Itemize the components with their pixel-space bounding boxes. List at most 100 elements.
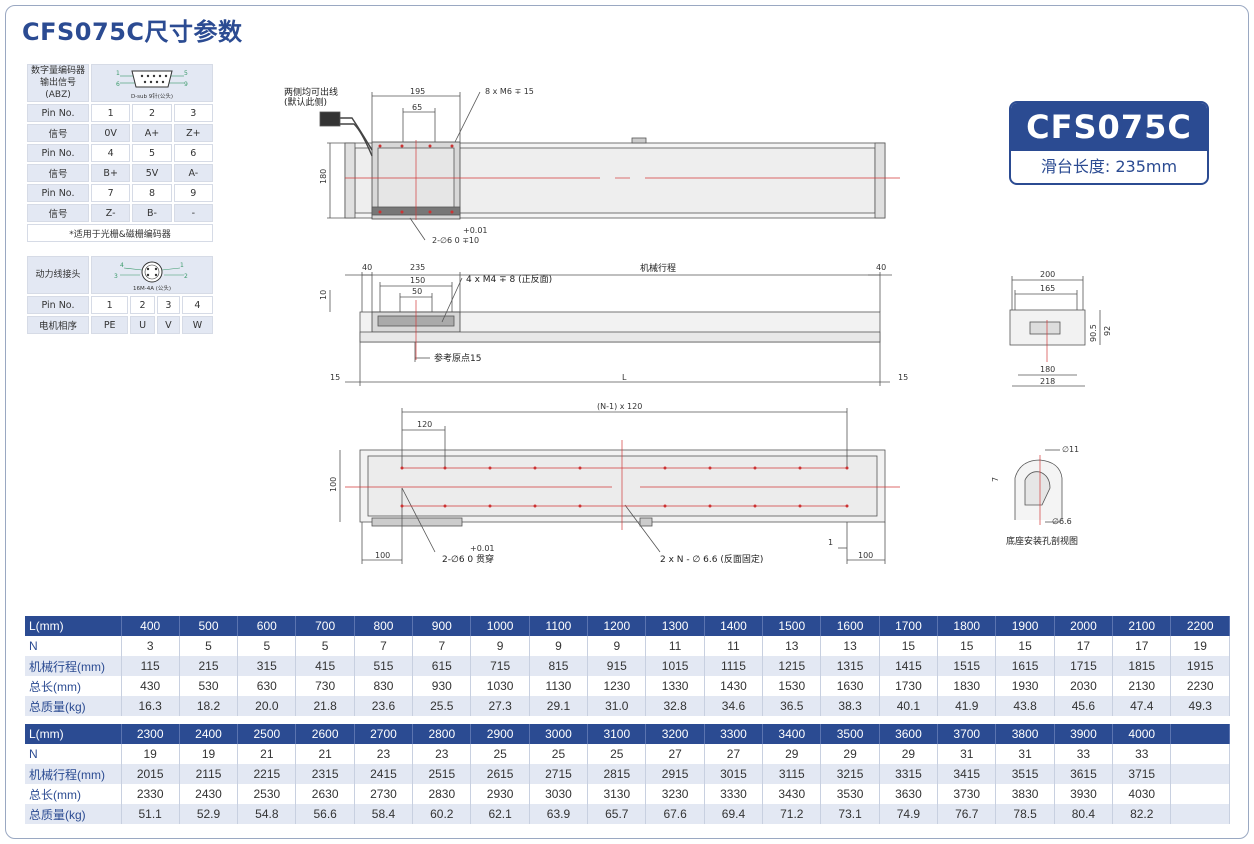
centerlines: [345, 140, 1048, 530]
cell: 3530: [820, 784, 880, 804]
cell: 5V: [132, 164, 172, 182]
cell: 3415: [937, 764, 997, 784]
encoder-label: 数字量编码器输出信号(ABZ): [27, 64, 89, 102]
cell: 9: [529, 636, 589, 656]
cell: 515: [354, 656, 414, 676]
cell: 52.9: [179, 804, 239, 824]
dim-label: +0.01: [470, 544, 495, 553]
hole-markers: [378, 144, 849, 508]
cell: 总质量(kg): [25, 696, 122, 716]
cell: 11: [704, 636, 764, 656]
cell: 1015: [645, 656, 705, 676]
power-connector-diagram: 4 1 3 2 16M-4A (公头): [91, 256, 213, 294]
cell: Z+: [173, 124, 213, 142]
cell: 1130: [529, 676, 589, 696]
power-label: 动力线接头: [27, 256, 89, 294]
dim-label: 7: [991, 477, 1000, 482]
header-cell: 3800: [995, 724, 1055, 744]
cell: [1170, 784, 1230, 804]
pin-label: 1: [180, 262, 184, 269]
cell: 1715: [1054, 656, 1114, 676]
dsub-connector-diagram: 1 5 6 9 D-sub 9针(公头): [91, 64, 213, 102]
cell: 1030: [470, 676, 530, 696]
cell: 2430: [179, 784, 239, 804]
header-cell: 3100: [587, 724, 647, 744]
cell: 1: [91, 104, 131, 122]
dim-label: 40: [362, 263, 372, 272]
cell: 315: [237, 656, 297, 676]
header-cell: 600: [237, 616, 297, 636]
cell: B-: [132, 204, 172, 222]
cell: 29.1: [529, 696, 589, 716]
cell: 15: [879, 636, 939, 656]
header-cell: 900: [412, 616, 472, 636]
cell: 1: [91, 296, 129, 314]
cell: 8: [132, 184, 172, 202]
section-caption: 底座安装孔剖视图: [1006, 535, 1078, 547]
encoder-note: *适用于光栅&磁栅编码器: [27, 224, 213, 242]
page-title: CFS075C尺寸参数: [22, 18, 243, 46]
pin-label: 6: [116, 81, 120, 88]
model-badge: CFS075C 滑台长度: 235mm: [1009, 101, 1209, 185]
pin-label: 2: [184, 273, 188, 280]
cell: 25.5: [412, 696, 472, 716]
row-key: Pin No.: [27, 144, 89, 162]
cell: 4: [91, 144, 131, 162]
cell: 915: [587, 656, 647, 676]
header-cell: 1600: [820, 616, 880, 636]
cell: 1530: [762, 676, 822, 696]
pin-label: 3: [114, 273, 118, 280]
cable-plug-icon: [319, 111, 341, 127]
cell: Z-: [91, 204, 131, 222]
dim-label: 180: [1040, 365, 1055, 374]
header-cell: 2400: [179, 724, 239, 744]
cell: 71.2: [762, 804, 822, 824]
dim-label: ∅11: [1062, 445, 1079, 454]
header-cell: 700: [295, 616, 355, 636]
header-cell: 2800: [412, 724, 472, 744]
row-key: Pin No.: [27, 184, 89, 202]
slide-length: 滑台长度: 235mm: [1040, 157, 1178, 176]
cell: W: [181, 316, 213, 334]
dim-label: 200: [1040, 270, 1055, 279]
cell: 16.3: [121, 696, 180, 716]
dim-label: 180: [319, 169, 328, 184]
cell: 56.6: [295, 804, 355, 824]
dim-label: 150: [410, 276, 425, 285]
dim-label: 2 x N - ∅ 6.6 (反面固定): [660, 553, 763, 565]
header-cell: 3900: [1054, 724, 1114, 744]
dim-label: 15: [330, 373, 340, 382]
cell: 65.7: [587, 804, 647, 824]
cell: 21.8: [295, 696, 355, 716]
cell: 67.6: [645, 804, 705, 824]
header-cell: 1800: [937, 616, 997, 636]
cell: 2630: [295, 784, 355, 804]
cell: 69.4: [704, 804, 764, 824]
cell: 2015: [121, 764, 180, 784]
cell: 7: [412, 636, 472, 656]
cell: 2615: [470, 764, 530, 784]
row-key: 信号: [27, 164, 89, 182]
cell: 21: [237, 744, 297, 764]
cell: 2230: [1170, 676, 1230, 696]
pin-label: 9: [184, 81, 188, 88]
cell: 2030: [1054, 676, 1114, 696]
cell: 615: [412, 656, 472, 676]
header-cell: 3000: [529, 724, 589, 744]
cell: 2930: [470, 784, 530, 804]
cell: 76.7: [937, 804, 997, 824]
cell: A-: [173, 164, 213, 182]
cell: 3515: [995, 764, 1055, 784]
cell: -: [173, 204, 213, 222]
cell: 2915: [645, 764, 705, 784]
header-cell: 2600: [295, 724, 355, 744]
cell: 29: [820, 744, 880, 764]
header-cell: 3300: [704, 724, 764, 744]
cell: 2215: [237, 764, 297, 784]
dim-label: 165: [1040, 284, 1055, 293]
dim-label: 机械行程: [640, 262, 676, 274]
cell: 1215: [762, 656, 822, 676]
